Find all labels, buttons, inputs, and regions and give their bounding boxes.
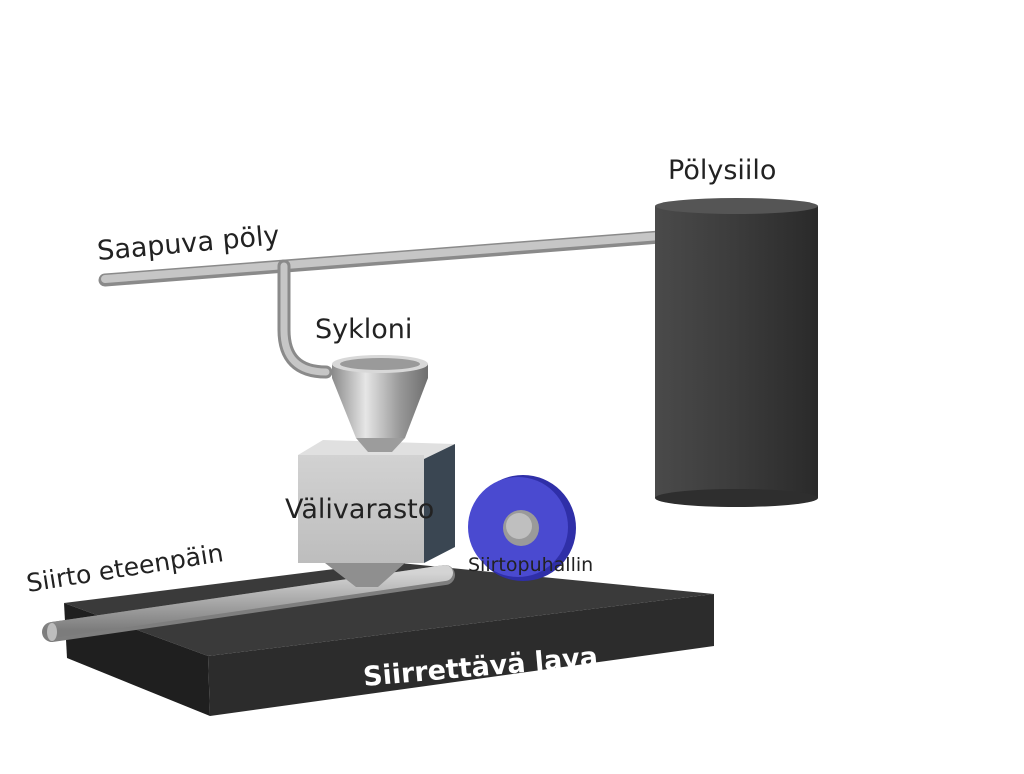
cyclone-label: Sykloni <box>315 314 412 345</box>
cyclone <box>332 355 428 452</box>
intermediate-storage-label: Välivarasto <box>285 494 434 525</box>
dust-silo <box>655 198 818 507</box>
transfer-blower-label: Siirtopuhallin <box>468 554 593 576</box>
incoming-dust-pipe <box>98 230 667 379</box>
transfer-blower <box>468 475 576 581</box>
incoming-dust-label: Saapuva pöly <box>96 220 281 267</box>
dust-silo-label: Pölysiilo <box>668 155 776 186</box>
